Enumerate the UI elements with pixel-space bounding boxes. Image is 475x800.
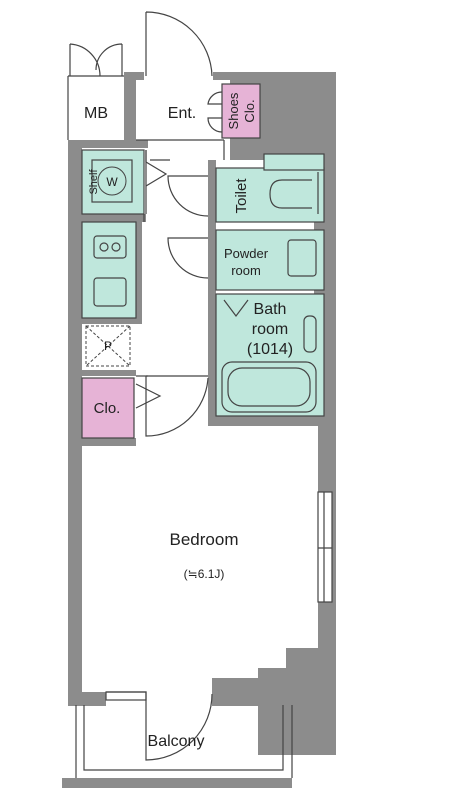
bedroom-bottom-wall-right bbox=[212, 678, 260, 706]
stove bbox=[93, 235, 127, 259]
burner-1 bbox=[99, 242, 109, 252]
walls bbox=[62, 72, 336, 788]
closets bbox=[81, 83, 261, 439]
kitchen-counter bbox=[81, 221, 137, 319]
closet-bottom-wall bbox=[80, 438, 136, 446]
powder-label-line1: Powder bbox=[224, 246, 269, 261]
toilet-label: Toilet bbox=[233, 178, 250, 214]
balcony-door bbox=[106, 691, 213, 761]
shoes-closet-label-line2: Clo. bbox=[242, 99, 257, 122]
entrance-area bbox=[67, 75, 225, 160]
pipe-space-label: P bbox=[104, 339, 112, 353]
shoes-closet bbox=[221, 83, 261, 139]
bedroom-windows bbox=[317, 491, 333, 603]
washer bbox=[91, 159, 133, 203]
entrance-door bbox=[145, 11, 213, 77]
toilet-door bbox=[167, 175, 209, 217]
bath-size-label: (1014) bbox=[247, 341, 293, 358]
mb-door bbox=[69, 43, 101, 77]
powder-basin bbox=[287, 239, 317, 277]
bedroom-door bbox=[145, 375, 209, 437]
entrance-label: Ent. bbox=[168, 105, 196, 122]
bath-door-mark bbox=[223, 299, 249, 317]
pipe-space bbox=[85, 325, 131, 367]
washer-drain bbox=[97, 166, 127, 196]
shelf-label: Shelf bbox=[88, 169, 100, 195]
powder-door bbox=[167, 237, 209, 279]
bath-bottom-wall bbox=[208, 416, 326, 426]
toilet-tank bbox=[263, 153, 325, 171]
bedroom-size-label: (≒6.1J) bbox=[184, 567, 225, 581]
bath-label-line1: Bath bbox=[254, 301, 287, 318]
closet-label: Clo. bbox=[94, 400, 121, 417]
balcony-bottom-wall bbox=[62, 778, 292, 788]
closet-top-wall bbox=[80, 370, 136, 376]
entrance-top-cap-right bbox=[213, 72, 233, 80]
wet-areas bbox=[81, 149, 325, 417]
balcony bbox=[75, 705, 293, 778]
left-outer-wall bbox=[68, 140, 82, 705]
toilet-room bbox=[215, 167, 325, 223]
entrance-left-wall bbox=[124, 72, 136, 142]
mb-label: MB bbox=[84, 105, 108, 122]
washer-label: W bbox=[106, 175, 118, 189]
bath-room bbox=[215, 293, 325, 417]
bedroom-bottom-wall-left bbox=[68, 692, 106, 706]
entrance-top-wall bbox=[68, 140, 148, 148]
shelf-bottom-wall bbox=[80, 214, 146, 222]
bedroom-label: Bedroom bbox=[170, 530, 239, 549]
doors bbox=[69, 11, 223, 761]
entrance-top-cap bbox=[124, 72, 144, 80]
kitchen-right-wall bbox=[136, 222, 142, 324]
toilet-fixture bbox=[269, 172, 319, 214]
bath-left-wall bbox=[208, 160, 216, 426]
shoes-closet-label: Shoes Clo. bbox=[226, 92, 257, 129]
burner-2 bbox=[111, 242, 121, 252]
closet bbox=[81, 377, 135, 439]
bathtub bbox=[221, 315, 317, 413]
corridor-details bbox=[143, 150, 147, 222]
kitchen-fixtures bbox=[93, 235, 127, 307]
bath-label-line2: room bbox=[252, 321, 288, 338]
kitchen-bottom-wall bbox=[80, 318, 138, 324]
kitchen-sink bbox=[93, 277, 127, 307]
shoes-closet-label-line1: Shoes bbox=[226, 92, 241, 129]
balcony-label: Balcony bbox=[148, 733, 205, 750]
powder-label-line2: room bbox=[231, 263, 261, 278]
